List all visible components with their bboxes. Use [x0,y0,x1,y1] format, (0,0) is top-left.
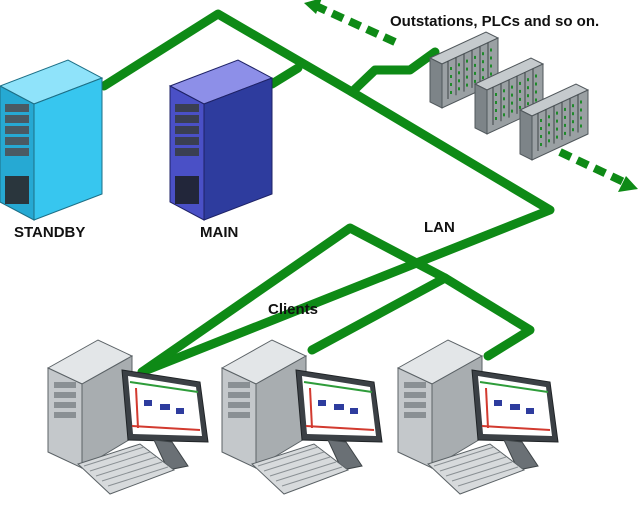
desktop-workstation-icon [220,339,383,495]
standby-label: STANDBY [14,224,85,241]
plc-racks [428,31,590,161]
network-links [99,9,555,377]
link-outstations [347,47,440,97]
link-clients [307,273,535,361]
desktop-workstation-icon [46,339,209,495]
link-lan-middle [137,223,450,377]
standby-server [0,59,104,221]
plc-rack-icon [428,31,500,109]
client-workstations [46,339,559,495]
plc-rack-icon [518,83,590,161]
link-main [267,63,303,89]
outstations-label: Outstations, PLCs and so on. [390,13,599,30]
server-tower-icon [5,104,29,204]
desktop-workstation-icon [396,339,559,495]
clients-label: Clients [268,301,318,318]
dashed-arrow-top [304,0,397,46]
lan-label: LAN [424,219,455,236]
main-label: MAIN [200,224,238,241]
main-server [168,59,274,221]
plc-rack-icon [473,57,545,135]
dashed-arrow-bottom [558,148,638,192]
server-tower-icon [175,104,199,204]
